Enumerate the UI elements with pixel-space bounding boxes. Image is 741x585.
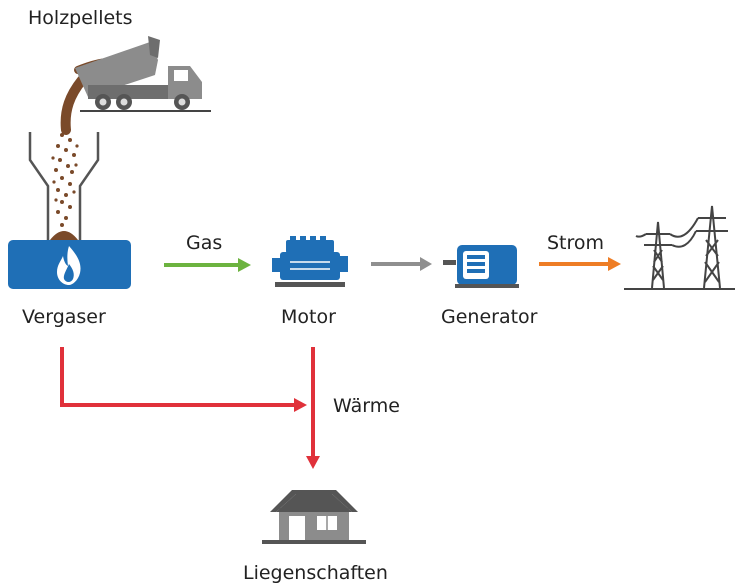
generator-label: Generator xyxy=(441,306,538,328)
gas-arrow xyxy=(164,258,251,272)
engine-icon xyxy=(272,236,348,287)
power-label: Strom xyxy=(547,232,605,254)
engine-label: Motor xyxy=(281,306,336,328)
flame-icon xyxy=(57,246,81,285)
shaft-arrow xyxy=(371,257,432,271)
heat-arrow xyxy=(60,347,320,469)
power-arrow xyxy=(539,257,621,271)
generator-icon xyxy=(443,245,519,288)
gasifier-box xyxy=(8,240,131,289)
gasifier-label: Vergaser xyxy=(22,306,106,328)
pellets-label: Holzpellets xyxy=(28,7,133,29)
house-icon xyxy=(262,490,366,544)
heat-label: Wärme xyxy=(333,395,400,417)
hopper-icon xyxy=(28,132,100,240)
properties-label: Liegenschaften xyxy=(243,562,388,584)
dump-truck-icon xyxy=(60,36,211,135)
gas-label: Gas xyxy=(186,232,223,254)
power-pylon-icon xyxy=(624,205,735,290)
